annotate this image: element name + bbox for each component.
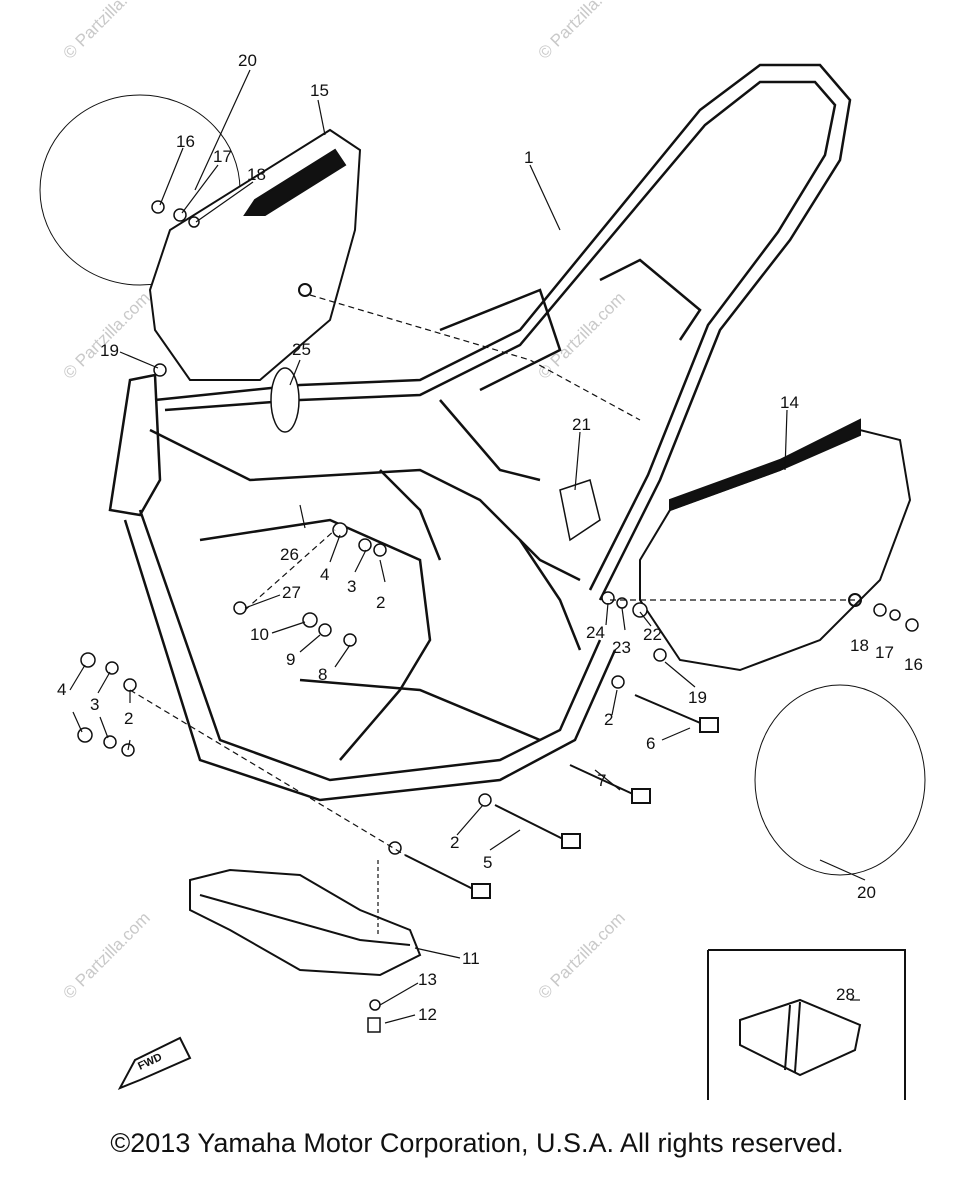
callout-19: 19 bbox=[688, 688, 707, 707]
callout-23: 23 bbox=[612, 638, 631, 657]
callout-4: 4 bbox=[320, 565, 329, 584]
fwd-arrow: FWD bbox=[117, 1036, 192, 1090]
callout-28: 28 bbox=[836, 985, 855, 1004]
watermark: © Partzilla.com bbox=[534, 908, 628, 1002]
callout-10: 10 bbox=[250, 625, 269, 644]
copyright-notice: ©2013 Yamaha Motor Corporation, U.S.A. A… bbox=[110, 1128, 844, 1158]
watermark: © Partzilla.com bbox=[59, 288, 153, 382]
callout-16: 16 bbox=[176, 132, 195, 151]
callout-14: 14 bbox=[780, 393, 799, 412]
watermark: © Partzilla.com bbox=[59, 0, 153, 63]
callout-2: 2 bbox=[124, 709, 133, 728]
callout-2: 2 bbox=[450, 833, 459, 852]
frame-parts-diagram: © Partzilla.com © Partzilla.com © Partzi… bbox=[39, 0, 926, 1100]
right-side-cover bbox=[639, 418, 926, 876]
callout-2: 2 bbox=[604, 710, 613, 729]
callout-18: 18 bbox=[850, 636, 869, 655]
hardware bbox=[77, 200, 919, 1033]
callout-3: 3 bbox=[90, 695, 99, 714]
callout-24: 24 bbox=[586, 623, 605, 642]
inset-box bbox=[707, 949, 906, 1100]
callout-9: 9 bbox=[286, 650, 295, 669]
callout-18: 18 bbox=[247, 165, 266, 184]
callout-19: 19 bbox=[100, 341, 119, 360]
watermark: © Partzilla.com bbox=[534, 288, 628, 382]
callout-16: 16 bbox=[904, 655, 923, 674]
callout-20: 20 bbox=[238, 51, 257, 70]
watermark: © Partzilla.com bbox=[59, 908, 153, 1002]
callout-21: 21 bbox=[572, 415, 591, 434]
callout-1: 1 bbox=[524, 148, 533, 167]
callout-2: 2 bbox=[376, 593, 385, 612]
callout-27: 27 bbox=[282, 583, 301, 602]
callout-15: 15 bbox=[310, 81, 329, 100]
main-frame bbox=[108, 63, 852, 802]
callout-17: 17 bbox=[875, 643, 894, 662]
left-side-cover bbox=[39, 94, 362, 381]
leader-lines bbox=[69, 69, 866, 1024]
bolts bbox=[404, 694, 719, 899]
callout-11: 11 bbox=[462, 949, 480, 968]
callout-5: 5 bbox=[483, 853, 492, 872]
skid-plate bbox=[189, 868, 422, 977]
callout-8: 8 bbox=[318, 665, 327, 684]
callout-12: 12 bbox=[418, 1005, 437, 1024]
callout-4: 4 bbox=[57, 680, 66, 699]
callout-3: 3 bbox=[347, 577, 356, 596]
callout-26: 26 bbox=[280, 545, 299, 564]
callout-17: 17 bbox=[213, 147, 232, 166]
callout-labels: 20 15 1 16 17 18 19 25 14 21 26 4 3 2 27… bbox=[57, 51, 923, 1024]
callout-13: 13 bbox=[418, 970, 437, 989]
callout-25: 25 bbox=[292, 340, 311, 359]
watermark: © Partzilla.com bbox=[534, 0, 628, 63]
callout-22: 22 bbox=[643, 625, 662, 644]
callout-6: 6 bbox=[646, 734, 655, 753]
callout-7: 7 bbox=[597, 771, 606, 790]
callout-20: 20 bbox=[857, 883, 876, 902]
